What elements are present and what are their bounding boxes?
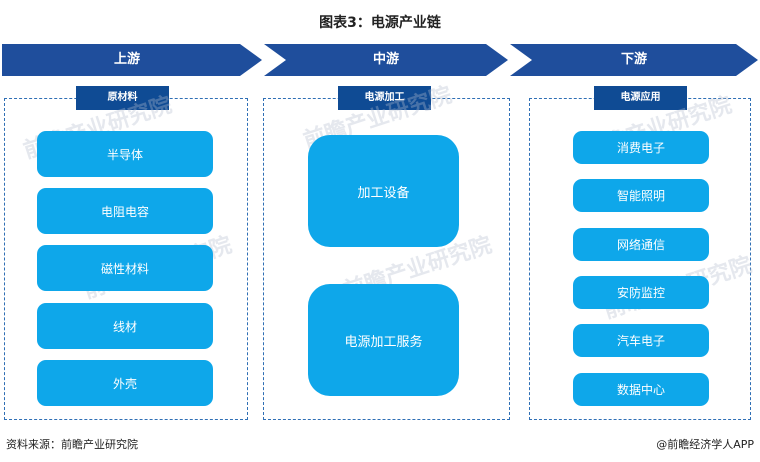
downstream-item: 数据中心 (573, 373, 709, 406)
figure-title: 图表3：电源产业链 (319, 15, 441, 31)
downstream-item: 汽车电子 (573, 324, 709, 357)
stage-arrow-upstream (2, 44, 262, 76)
section-tab-applications: 电源应用 (594, 86, 687, 110)
upstream-item: 半导体 (37, 131, 213, 177)
upstream-item: 磁性材料 (37, 245, 213, 291)
section-tab-processing: 电源加工 (338, 86, 431, 110)
source-note: 资料来源：前瞻产业研究院 (6, 438, 138, 451)
section-tab-materials: 原材料 (76, 86, 169, 110)
stage-header-arrows (2, 44, 758, 76)
stage-arrow-downstream (510, 44, 758, 76)
stage-label-downstream: 下游 (620, 52, 647, 67)
midstream-item: 电源加工服务 (308, 284, 459, 396)
upstream-item: 外壳 (37, 360, 213, 406)
midstream-item: 加工设备 (308, 135, 459, 247)
stage-label-upstream: 上游 (113, 52, 140, 67)
downstream-item: 消费电子 (573, 131, 709, 164)
upstream-item: 线材 (37, 303, 213, 349)
stage-arrow-midstream (264, 44, 508, 76)
downstream-item: 智能照明 (573, 179, 709, 212)
stage-label-midstream: 中游 (372, 52, 399, 67)
upstream-item: 电阻电容 (37, 188, 213, 234)
downstream-item: 安防监控 (573, 276, 709, 309)
brand-credit: @前瞻经济学人APP (656, 438, 754, 451)
downstream-item: 网络通信 (573, 228, 709, 261)
